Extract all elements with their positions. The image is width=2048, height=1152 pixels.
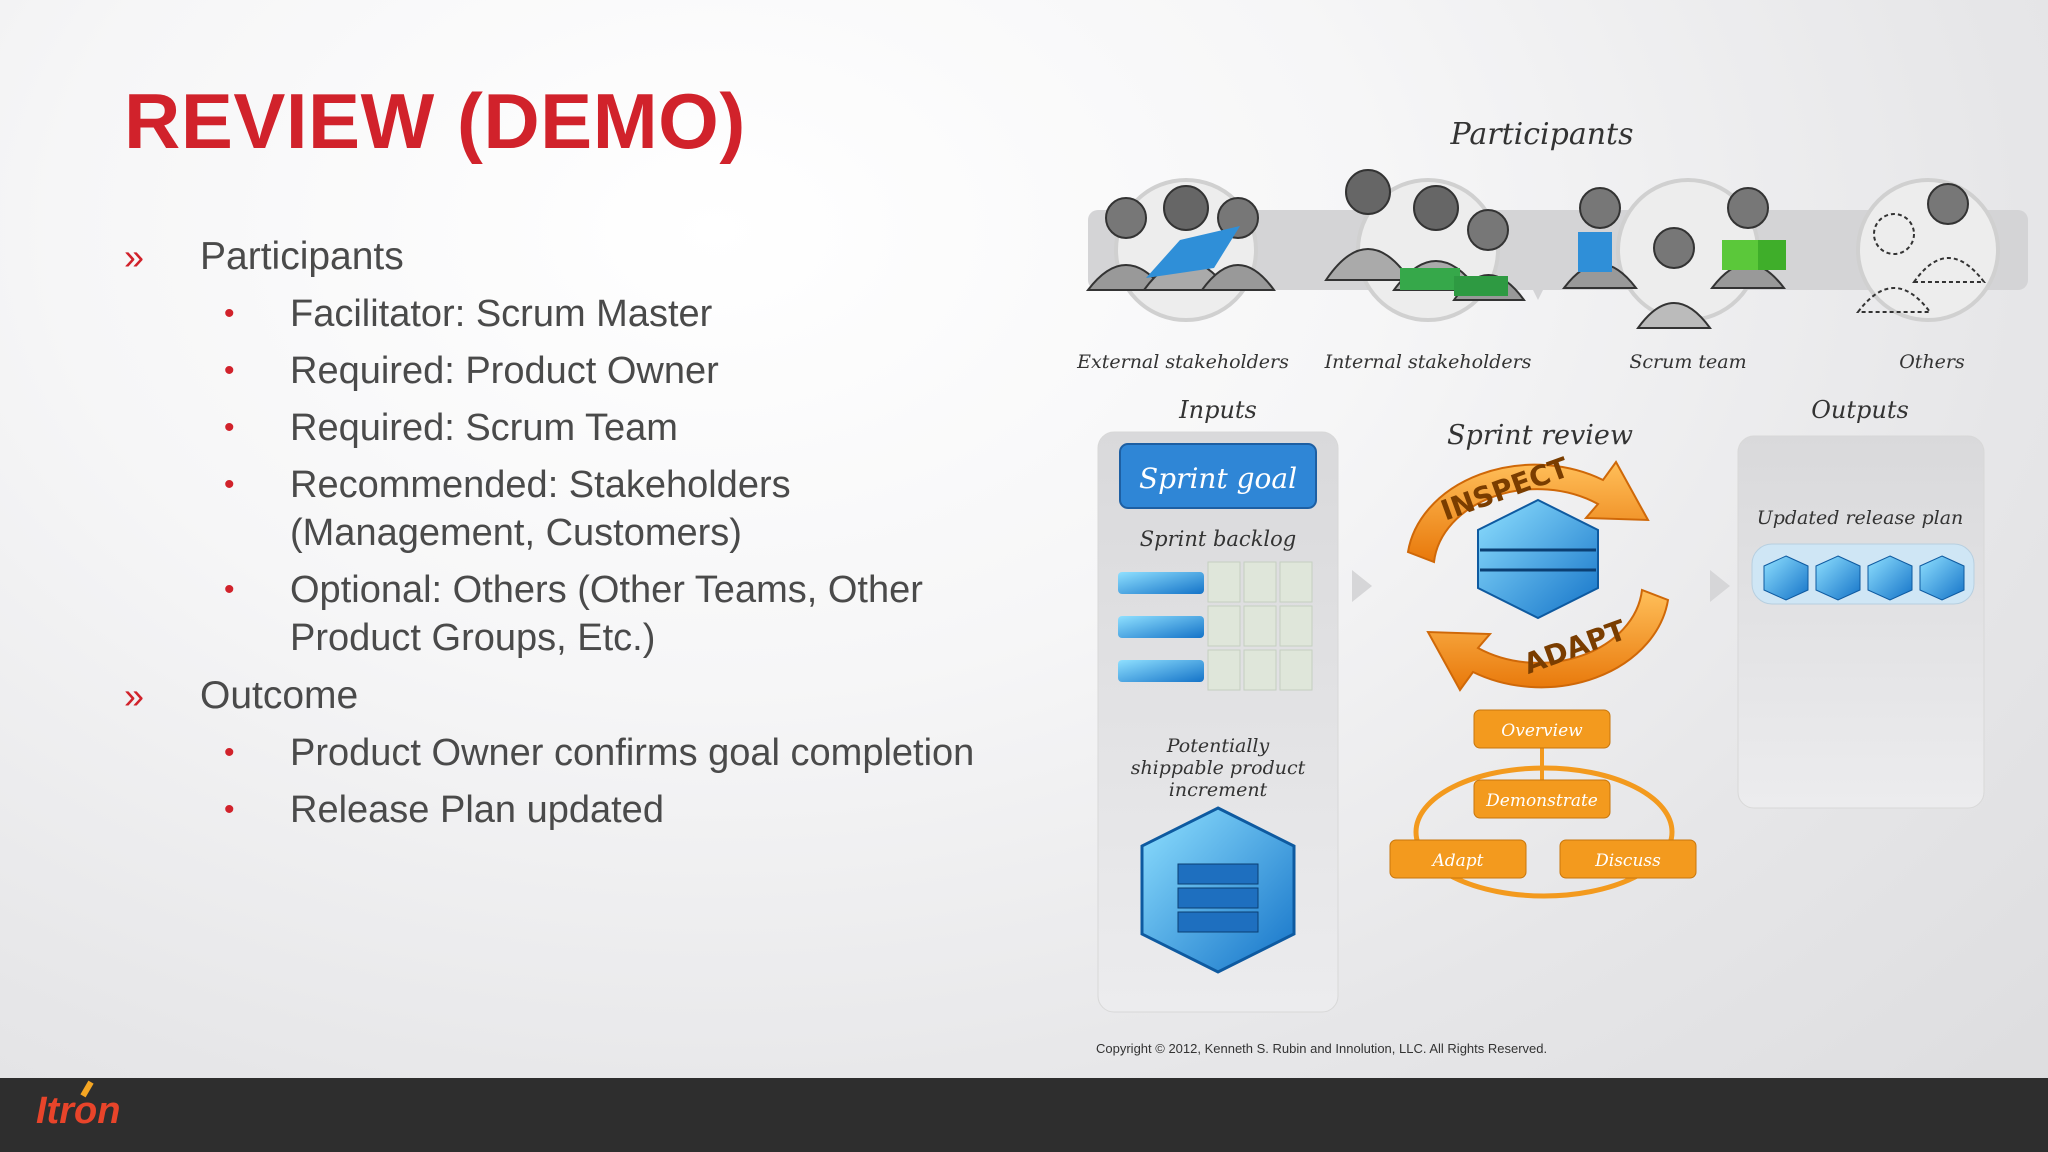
- step-adapt: [1389, 839, 1527, 879]
- dot-marker: •: [224, 573, 235, 606]
- sprint-review-heading: Sprint review: [1447, 420, 1633, 451]
- cube-icon: [1578, 232, 1612, 272]
- step-discuss: [1559, 839, 1697, 879]
- step-label: Demonstrate: [1485, 791, 1598, 811]
- dot-marker: •: [224, 354, 235, 387]
- dot-marker: •: [224, 297, 235, 330]
- step-label: Overview: [1501, 721, 1583, 741]
- steps-loop: [1413, 765, 1675, 899]
- group-label: Others: [1899, 351, 1965, 373]
- sub-bullet-text: Release Plan updated: [290, 789, 664, 831]
- sub-bullet-item: • Release Plan updated: [124, 786, 1044, 834]
- sprint-backlog-grid: [1118, 561, 1313, 691]
- sub-bullet-item: • Required: Product Owner: [124, 347, 1044, 395]
- outputs-heading: Outputs: [1811, 396, 1909, 424]
- sub-bullet-item: • Facilitator: Scrum Master: [124, 290, 1044, 338]
- chevron-marker: »: [124, 675, 145, 716]
- sub-bullet-item: • Product Owner confirms goal completion: [124, 729, 1044, 777]
- group-label: External stakeholders: [1076, 351, 1289, 373]
- group-label: Internal stakeholders: [1324, 351, 1532, 373]
- sprint-goal-box: [1119, 443, 1317, 509]
- sprint-goal-label: Sprint goal: [1139, 462, 1297, 495]
- step-label: Adapt: [1430, 851, 1483, 871]
- inspect-adapt-cycle: [1406, 460, 1670, 692]
- chevron-marker: »: [124, 236, 145, 277]
- bullet-outcome: » Outcome: [124, 671, 1044, 721]
- sub-bullet-item: • Optional: Others (Other Teams, Other P…: [124, 566, 980, 662]
- green-blocks-icon: [1722, 240, 1758, 270]
- copyright-text: Copyright © 2012, Kenneth S. Rubin and I…: [1096, 1041, 1548, 1056]
- sub-bullet-text: Facilitator: Scrum Master: [290, 293, 713, 335]
- sub-bullet-text: Required: Product Owner: [290, 350, 719, 392]
- sub-bullet-item: • Recommended: Stakeholders (Management,…: [124, 461, 930, 557]
- participants-heading: Participants: [1450, 117, 1634, 152]
- itron-logo: Itron: [36, 1090, 121, 1132]
- group-label: Scrum team: [1629, 351, 1746, 373]
- sub-bullet-text: Required: Scrum Team: [290, 407, 678, 449]
- step-demonstrate: [1473, 779, 1611, 819]
- outputs-panel: [1737, 435, 1985, 809]
- sprint-review-diagram: External stakeholders Internal stakehold…: [1076, 117, 2028, 1013]
- bullet-participants: » Participants: [124, 232, 1044, 282]
- increment-label: Potentially: [1166, 735, 1270, 757]
- sub-bullet-item: • Required: Scrum Team: [124, 404, 1044, 452]
- step-overview: [1473, 709, 1611, 749]
- release-plan-label: Updated release plan: [1757, 507, 1964, 529]
- sprint-backlog-label: Sprint backlog: [1140, 527, 1296, 551]
- dot-marker: •: [224, 411, 235, 444]
- increment-label: shippable product: [1131, 757, 1306, 779]
- increment-cube-icon: [1140, 806, 1296, 974]
- bullet-text: Participants: [200, 235, 404, 278]
- slide-title: REVIEW (DEMO): [124, 77, 746, 165]
- sub-bullet-text: Recommended: Stakeholders (Management, C…: [290, 464, 791, 554]
- dot-marker: •: [224, 793, 235, 826]
- sub-bullet-text: Optional: Others (Other Teams, Other Pro…: [290, 569, 923, 659]
- increment-label: increment: [1169, 779, 1268, 801]
- footer-bar: Itron: [0, 1078, 2048, 1152]
- participants-band: [1088, 210, 2028, 290]
- laptop-icon: [1146, 226, 1240, 278]
- dot-marker: •: [224, 736, 235, 769]
- dot-marker: •: [224, 468, 235, 501]
- bullet-list: » Participants • Facilitator: Scrum Mast…: [124, 232, 1044, 843]
- sub-bullet-text: Product Owner confirms goal completion: [290, 732, 975, 774]
- bullet-text: Outcome: [200, 674, 359, 717]
- step-label: Discuss: [1594, 851, 1661, 871]
- inputs-heading: Inputs: [1178, 396, 1257, 424]
- release-plan-cubes: [1763, 555, 1965, 601]
- money-icon: [1400, 268, 1460, 290]
